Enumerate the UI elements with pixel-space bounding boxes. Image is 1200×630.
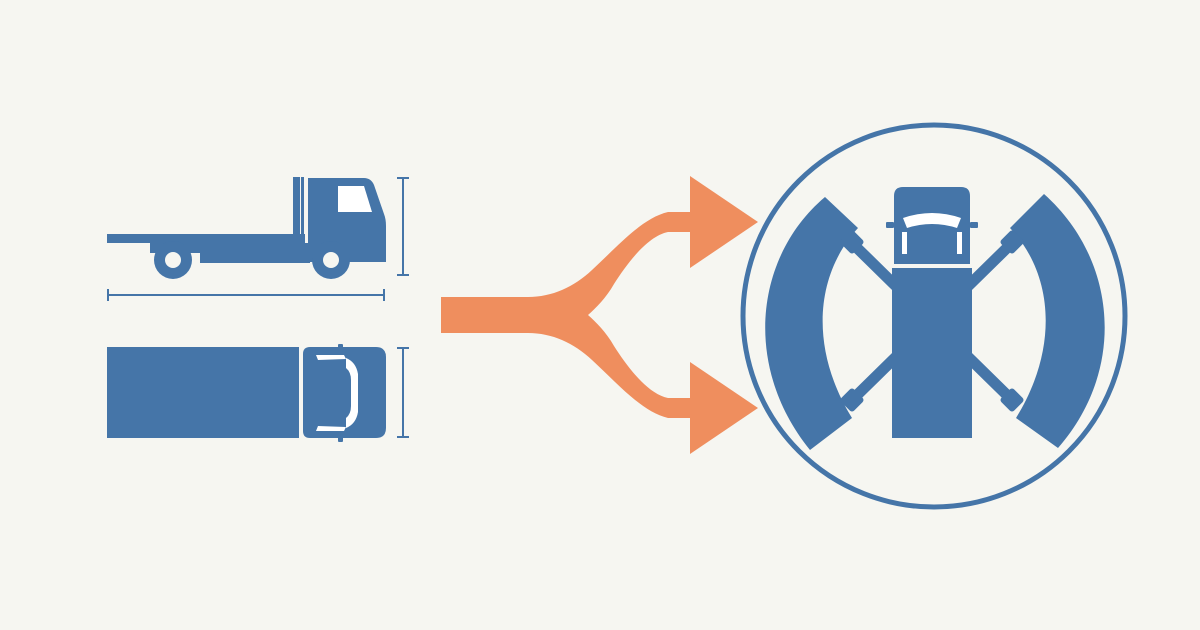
truck-top-view-icon xyxy=(107,344,386,442)
height-dimension-icon xyxy=(397,177,409,276)
flatbed-truck-side-view-icon xyxy=(107,177,386,279)
width-dimension-icon xyxy=(397,347,409,438)
length-dimension-icon xyxy=(107,289,385,301)
truck-outriggers-in-circle-icon xyxy=(740,122,1128,510)
forked-arrow-icon xyxy=(441,176,758,454)
